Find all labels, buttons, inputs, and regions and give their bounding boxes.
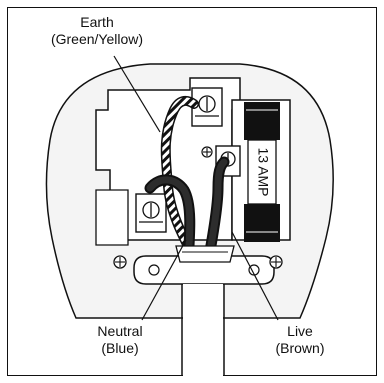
fuse-rating-label: 13 AMP [255,147,271,196]
live-colour: (Brown) [275,340,325,356]
neutral-recess [95,189,129,246]
neutral-label: Neutral (Blue) [80,323,160,357]
earth-name: Earth [80,14,114,30]
earth-colour: (Green/Yellow) [50,31,144,47]
cable-grip [133,245,275,285]
mains-cable [181,284,225,376]
earth-terminal [191,87,223,127]
neutral-colour: (Blue) [101,340,139,356]
fuse [244,102,280,242]
screw-icon [269,255,283,269]
neutral-terminal [135,193,167,233]
neutral-name: Neutral [97,323,143,339]
earth-leader [113,55,161,133]
neutral-leader [141,239,187,321]
live-name: Live [287,323,313,339]
live-label: Live (Brown) [260,323,340,357]
screw-icon [113,255,127,269]
live-leader [231,231,279,321]
earth-label: Earth (Green/Yellow) [38,14,156,48]
